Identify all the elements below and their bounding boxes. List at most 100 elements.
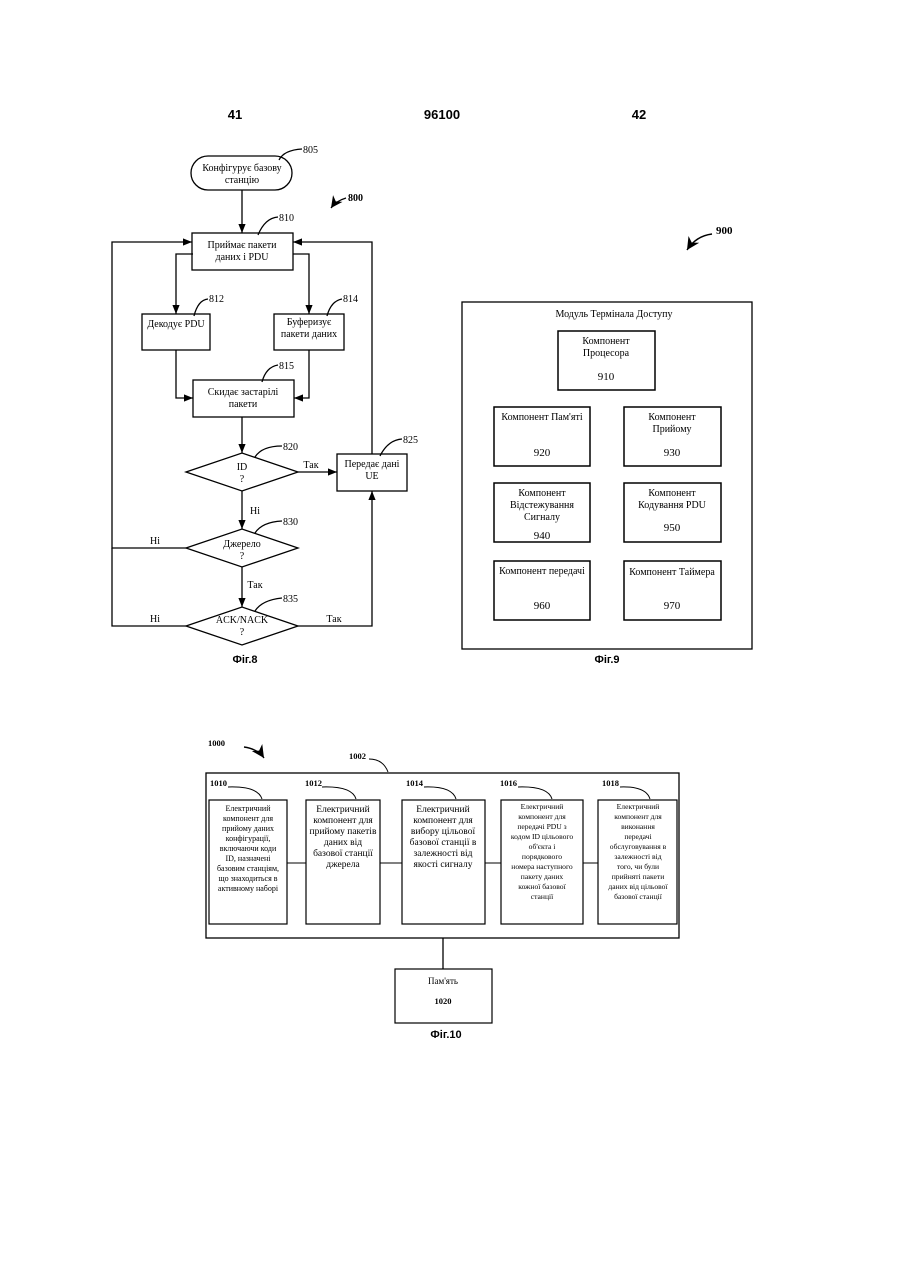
decision-820-line1: ID	[237, 462, 248, 473]
ref-812: 812	[209, 294, 224, 305]
node-815-line2: пакети	[229, 399, 258, 410]
module-1012-line2: компонент для	[313, 816, 373, 826]
module-1018-line5: обслуговування в	[610, 842, 667, 851]
module-1010-line6: ID, назначені	[225, 854, 271, 863]
module-1012-line4: даних від	[324, 838, 362, 848]
leader-835	[255, 598, 282, 611]
edge-label-no-835: Ні	[150, 614, 160, 625]
component-940-line3: Сигналу	[524, 512, 560, 523]
decision-835-line2: ?	[240, 627, 245, 638]
module-1016-line9: кожної базової	[518, 882, 566, 891]
node-825-line1: Передає дані	[345, 459, 400, 470]
component-910-line1: Компонент	[582, 336, 630, 347]
decision-830-line1: Джерело	[223, 539, 260, 550]
node-814-line1: Буферизує	[287, 317, 332, 328]
module-1014-line3: вибору цільової	[411, 826, 476, 837]
patent-number: 96100	[424, 107, 460, 122]
leader-830	[255, 521, 282, 533]
ref-1016: 1016	[500, 778, 517, 788]
module-1016-line3: передачі PDU з	[517, 822, 566, 831]
module-1012-line1: Електричний	[316, 804, 369, 815]
edge-label-yes-820: Так	[303, 460, 318, 471]
edge-label-no-830: Ні	[150, 536, 160, 547]
module-1010-line9: активному наборі	[218, 884, 279, 893]
edge-810-812	[176, 254, 193, 314]
module-1018-line10: базової станції	[614, 892, 663, 901]
module-1018-line6: залежності від	[614, 852, 661, 861]
component-940-ref: 940	[534, 530, 551, 542]
node-825-line2: UE	[365, 471, 378, 482]
module-1010-line2: компонент для	[223, 814, 273, 823]
ref-800: 800	[348, 193, 363, 204]
module-1014-line6: якості сигналу	[414, 860, 473, 870]
edge-835-no	[112, 548, 186, 626]
module-1010-line4: конфігурації,	[226, 834, 271, 843]
start-label-line2: станцію	[225, 175, 260, 186]
ref-830: 830	[283, 517, 298, 528]
module-1012-line5: базової станції	[313, 848, 373, 859]
component-930-line2: Прийому	[652, 424, 691, 435]
edge-label-yes-830: Так	[247, 580, 262, 591]
module-1016-line1: Електричний	[521, 802, 564, 811]
component-940-line2: Відстежування	[510, 500, 574, 511]
fig10-caption: Фіг.10	[430, 1029, 461, 1041]
module-1016-line4: кодом ID цільового	[511, 832, 573, 841]
fig8-caption: Фіг.8	[232, 654, 257, 666]
ref-1018: 1018	[602, 778, 619, 788]
ref-1010: 1010	[210, 778, 227, 788]
component-910-ref: 910	[598, 371, 615, 383]
leader-1018	[620, 787, 650, 799]
component-940-line1: Компонент	[518, 488, 566, 499]
module-1016-line10: станції	[531, 892, 554, 901]
component-930-ref: 930	[664, 447, 681, 459]
component-960-line1: Компонент передачі	[499, 566, 585, 577]
module-1018-line8: прийняті пакети	[612, 872, 665, 881]
figure-9	[462, 234, 752, 649]
arrow-900	[687, 234, 712, 250]
module-1010-line7: базовим станціям,	[217, 864, 279, 873]
component-950-line1: Компонент	[648, 488, 696, 499]
ref-825: 825	[403, 435, 418, 446]
module-1010-line1: Електричний	[226, 804, 272, 813]
fig9-title: Модуль Термінала Доступу	[555, 309, 672, 320]
edge-835-825	[298, 491, 372, 626]
memory-ref: 1020	[435, 996, 452, 1006]
start-label-line1: Конфігурує базову	[202, 163, 281, 174]
module-1014-line2: компонент для	[413, 816, 473, 826]
edge-812-815	[176, 350, 193, 398]
node-812-line1: Декодує PDU	[147, 319, 205, 330]
ref-820: 820	[283, 442, 298, 453]
edge-830-810	[112, 242, 192, 548]
leader-810	[258, 217, 278, 235]
fig9-caption: Фіг.9	[594, 654, 619, 666]
ref-815: 815	[279, 361, 294, 372]
module-1014-line4: базової станції в	[410, 837, 477, 848]
component-960-ref: 960	[534, 600, 551, 612]
decision-835-ack	[186, 607, 298, 645]
component-920-line1: Компонент Пам'яті	[501, 412, 582, 423]
module-1018-line4: передачі	[624, 832, 651, 841]
ref-900: 900	[716, 225, 733, 237]
module-1014-line5: залежності від	[414, 849, 473, 859]
ref-810: 810	[279, 213, 294, 224]
memory-label: Пам'ять	[428, 976, 458, 986]
node-810-line2: даних і PDU	[215, 252, 269, 263]
module-1016-line2: компонент для	[518, 812, 566, 821]
module-1018-line2: компонент для	[614, 812, 662, 821]
ref-1012: 1012	[305, 778, 322, 788]
right-page-number: 42	[632, 107, 646, 122]
leader-1016	[518, 787, 552, 799]
arrow-800	[331, 198, 346, 208]
ref-1002: 1002	[349, 751, 366, 761]
ref-835: 835	[283, 594, 298, 605]
node-815-line1: Скидає застарілі	[208, 387, 279, 398]
module-1016-line7: номера наступного	[511, 862, 573, 871]
module-1016-line6: порядкового	[522, 852, 562, 861]
module-1012-line3: прийому пакетів	[310, 826, 377, 837]
node-814-line2: пакети даних	[281, 329, 337, 340]
module-1016-line5: об'єкта і	[529, 842, 556, 851]
module-1014-line1: Електричний	[416, 804, 469, 815]
component-950-ref: 950	[664, 522, 681, 534]
module-1010-line8: що знаходиться в	[218, 874, 277, 883]
